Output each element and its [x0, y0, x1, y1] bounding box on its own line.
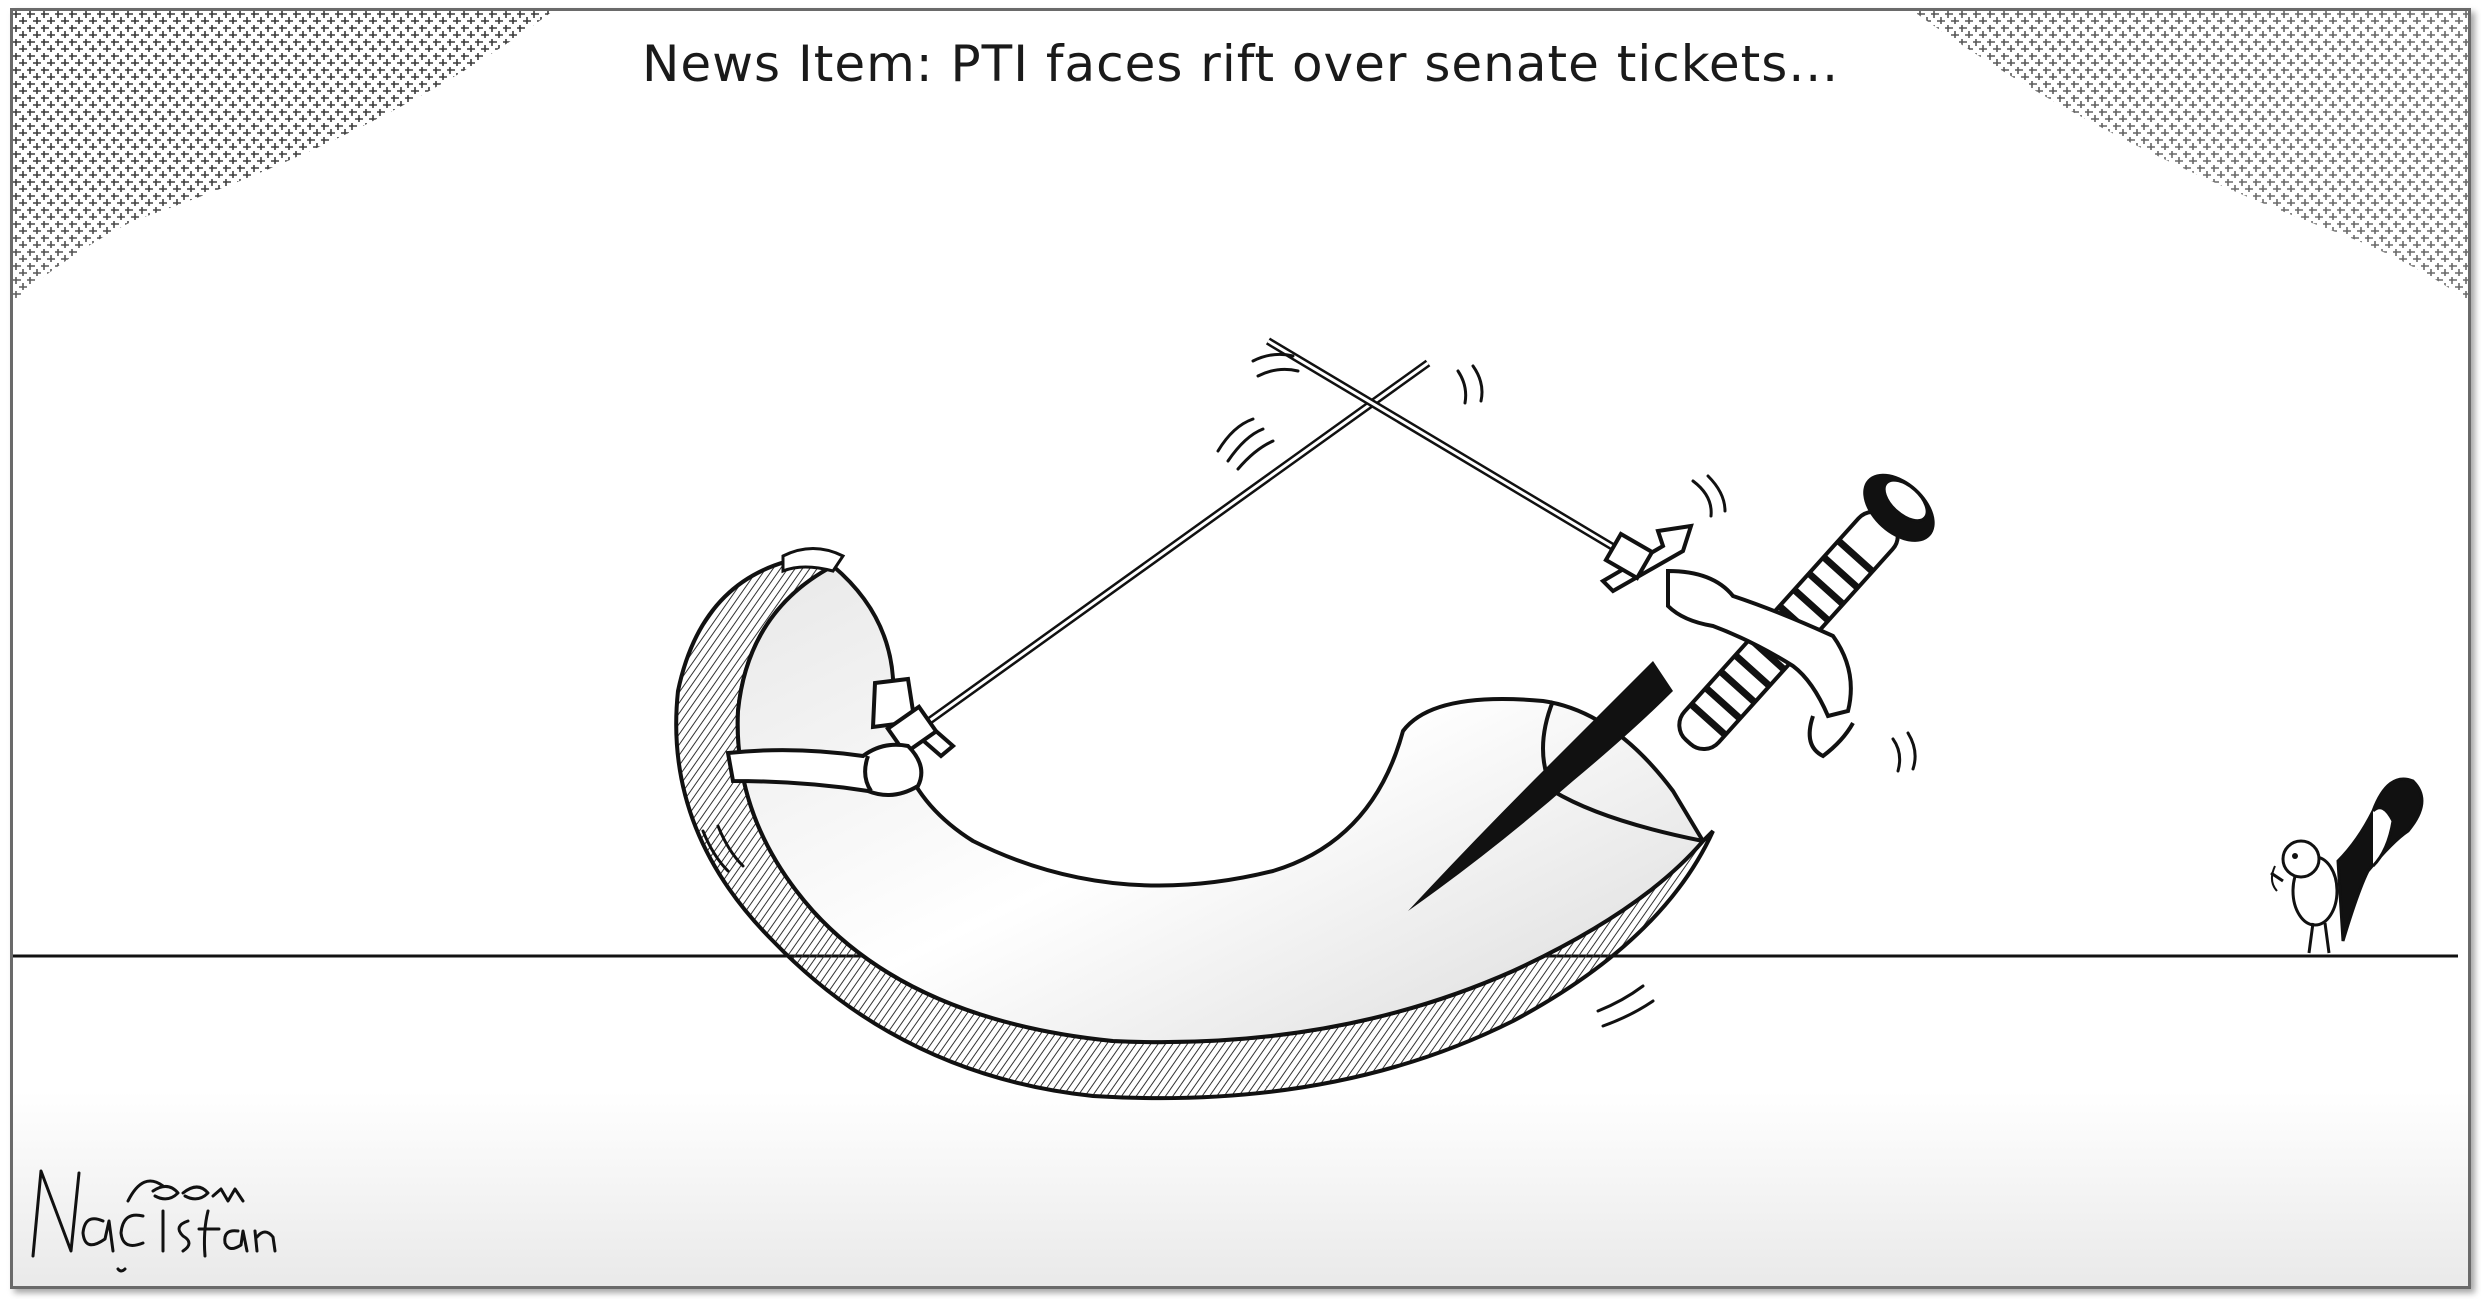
- floor-shading: [13, 1091, 2468, 1286]
- news-item-caption: News Item: PTI faces rift over senate ti…: [641, 35, 1840, 93]
- cartoon-frame: News Item: PTI faces rift over senate ti…: [10, 8, 2471, 1289]
- left-rapier: [870, 359, 1431, 759]
- scimitar-spine: [1408, 661, 1673, 911]
- artist-signature: [31, 1169, 277, 1273]
- right-arm: [1666, 568, 1855, 759]
- right-rapier: [1265, 337, 1694, 594]
- cartoon-illustration: [13, 11, 2468, 1101]
- motion-lines: [701, 352, 1917, 1028]
- squirrel-figure: [2270, 777, 2424, 954]
- scimitar-blade: [674, 547, 1715, 1101]
- left-arm: [725, 742, 924, 797]
